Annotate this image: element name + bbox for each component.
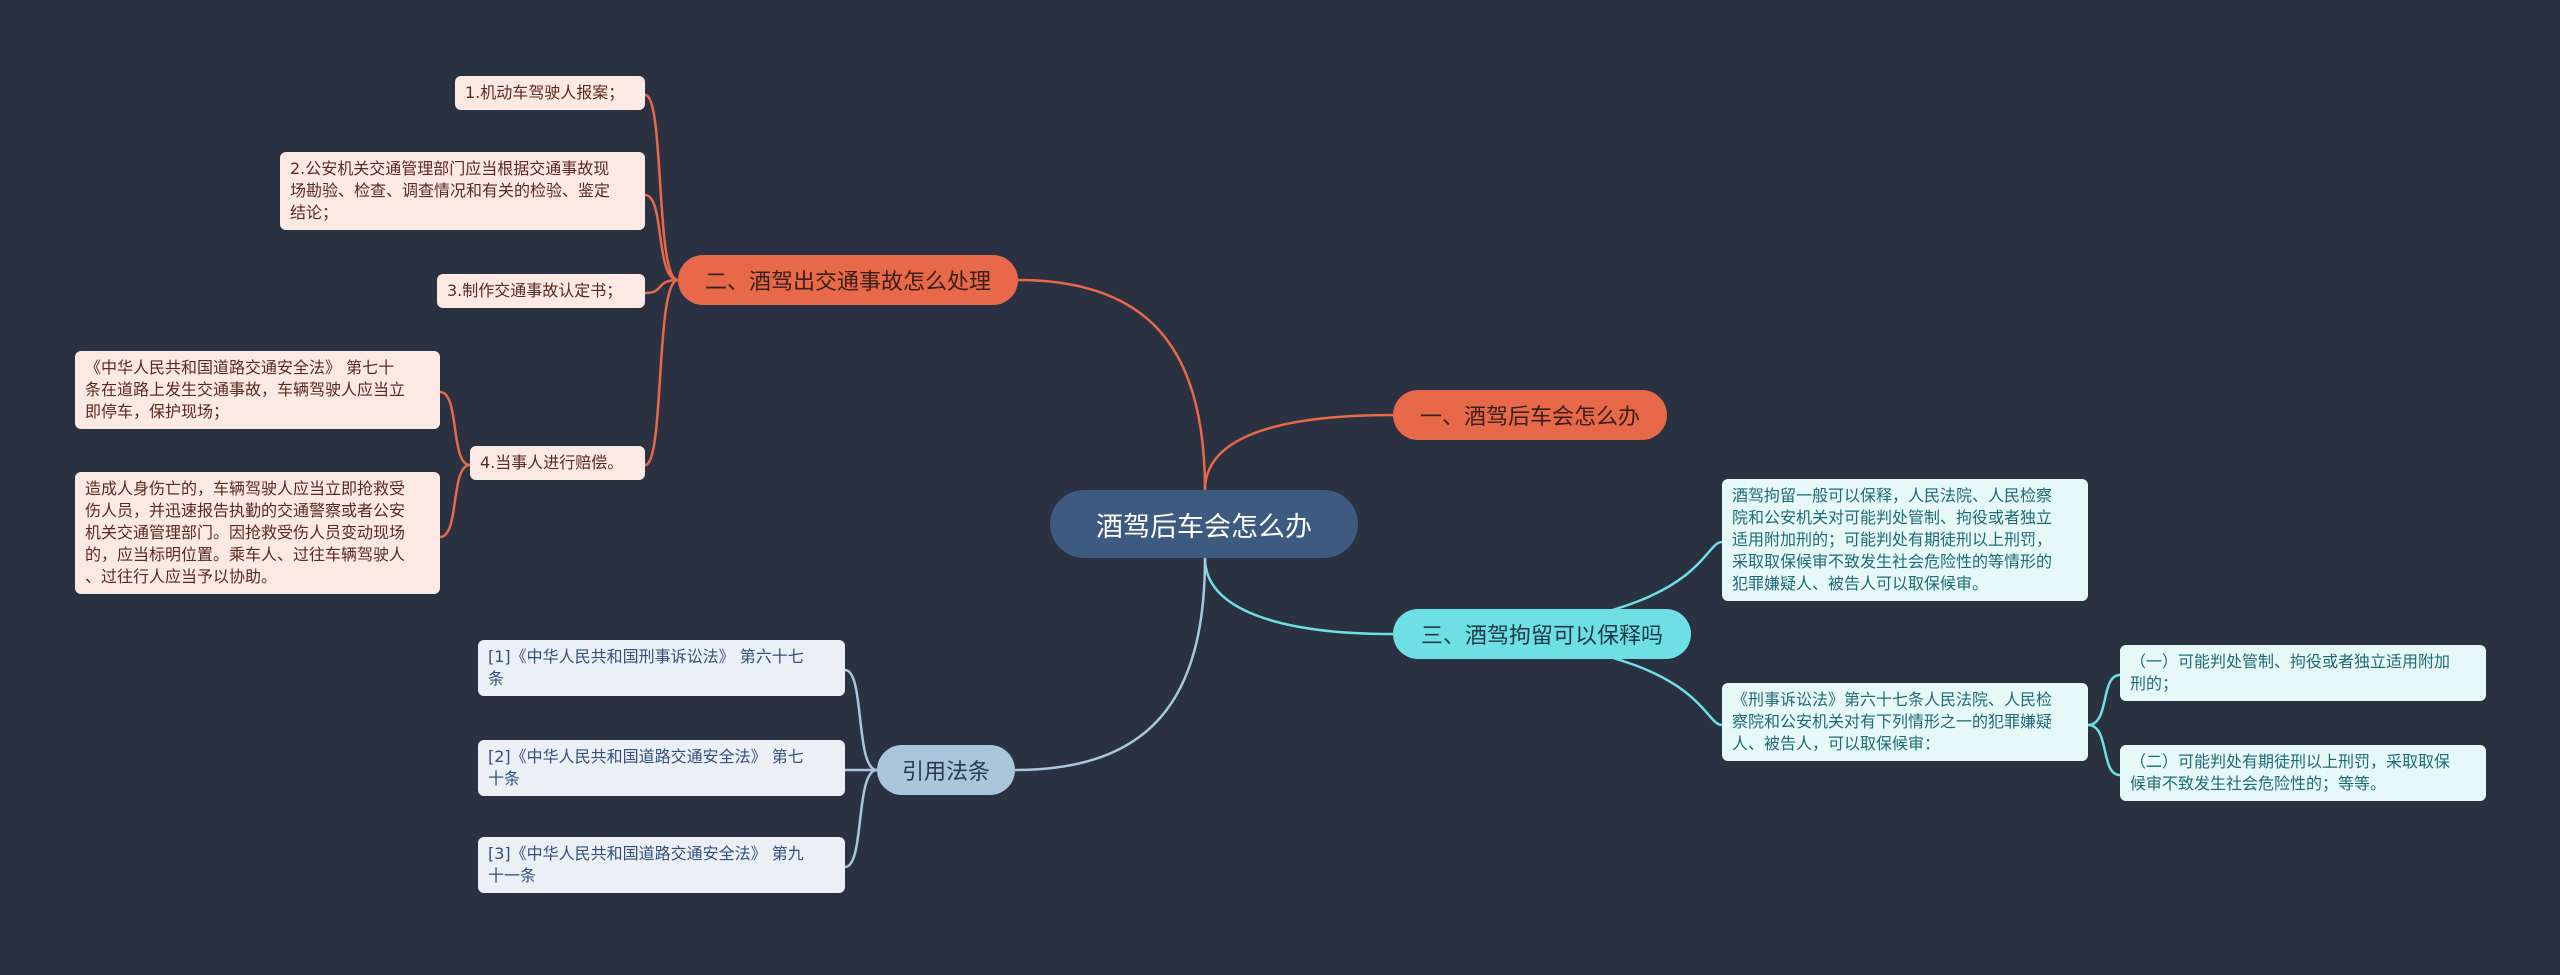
accident-step-2[interactable]: 2.公安机关交通管理部门应当根据交通事故现 场勘验、检查、调查情况和有关的检验、… bbox=[280, 152, 645, 230]
link-item4-sub2 bbox=[439, 463, 471, 539]
link-item2-sub1 bbox=[2087, 673, 2121, 727]
bail-explanation[interactable]: 酒驾拘留一般可以保释，人民法院、人民检察 院和公安机关对可能判处管制、拘役或者独… bbox=[1722, 479, 2088, 601]
link-branch2-item4 bbox=[644, 278, 679, 467]
bail-condition-2[interactable]: （二）可能判处有期徒刑以上刑罚，采取取保 候审不致发生社会危险性的；等等。 bbox=[2120, 745, 2486, 801]
link-center-branch1 bbox=[1203, 413, 1394, 491]
accident-step-3[interactable]: 3.制作交通事故认定书； bbox=[437, 274, 645, 308]
accident-step-1[interactable]: 1.机动车驾驶人报案； bbox=[455, 76, 645, 110]
law-excerpt-rescue[interactable]: 造成人身伤亡的，车辆驾驶人应当立即抢救受 伤人员，并迅速报告执勤的交通警察或者公… bbox=[75, 472, 440, 594]
link-item4-sub1 bbox=[439, 390, 471, 467]
link-branch4-item1 bbox=[844, 668, 878, 772]
link-branch2-item2 bbox=[644, 193, 679, 282]
citation-2[interactable]: [2]《中华人民共和国道路交通安全法》 第七 十条 bbox=[478, 740, 845, 796]
central-topic[interactable]: 酒驾后车会怎么办 bbox=[1050, 490, 1358, 558]
link-center-branch2 bbox=[1017, 278, 1207, 491]
link-branch2-item3 bbox=[644, 278, 679, 295]
citation-1[interactable]: [1]《中华人民共和国刑事诉讼法》 第六十七 条 bbox=[478, 640, 845, 696]
branch-topic-1[interactable]: 一、酒驾后车会怎么办 bbox=[1393, 390, 1667, 440]
bail-condition-1[interactable]: （一）可能判处管制、拘役或者独立适用附加 刑的； bbox=[2120, 645, 2486, 701]
accident-step-4[interactable]: 4.当事人进行赔偿。 bbox=[470, 446, 645, 480]
law-excerpt-stop-vehicle[interactable]: 《中华人民共和国道路交通安全法》 第七十 条在道路上发生交通事故，车辆驾驶人应当… bbox=[75, 351, 440, 429]
link-center-branch4 bbox=[1014, 557, 1207, 772]
link-item2-sub2 bbox=[2087, 723, 2121, 777]
link-branch2-item1 bbox=[644, 93, 679, 282]
citation-3[interactable]: [3]《中华人民共和国道路交通安全法》 第九 十一条 bbox=[478, 837, 845, 893]
link-center-branch3 bbox=[1203, 557, 1394, 636]
criminal-procedure-article-67[interactable]: 《刑事诉讼法》第六十七条人民法院、人民检 察院和公安机关对有下列情形之一的犯罪嫌… bbox=[1722, 683, 2088, 761]
link-branch4-item3 bbox=[844, 768, 878, 869]
branch-topic-3[interactable]: 三、酒驾拘留可以保释吗 bbox=[1393, 609, 1691, 659]
branch-topic-2[interactable]: 二、酒驾出交通事故怎么处理 bbox=[678, 255, 1018, 305]
branch-topic-citations[interactable]: 引用法条 bbox=[877, 745, 1015, 795]
